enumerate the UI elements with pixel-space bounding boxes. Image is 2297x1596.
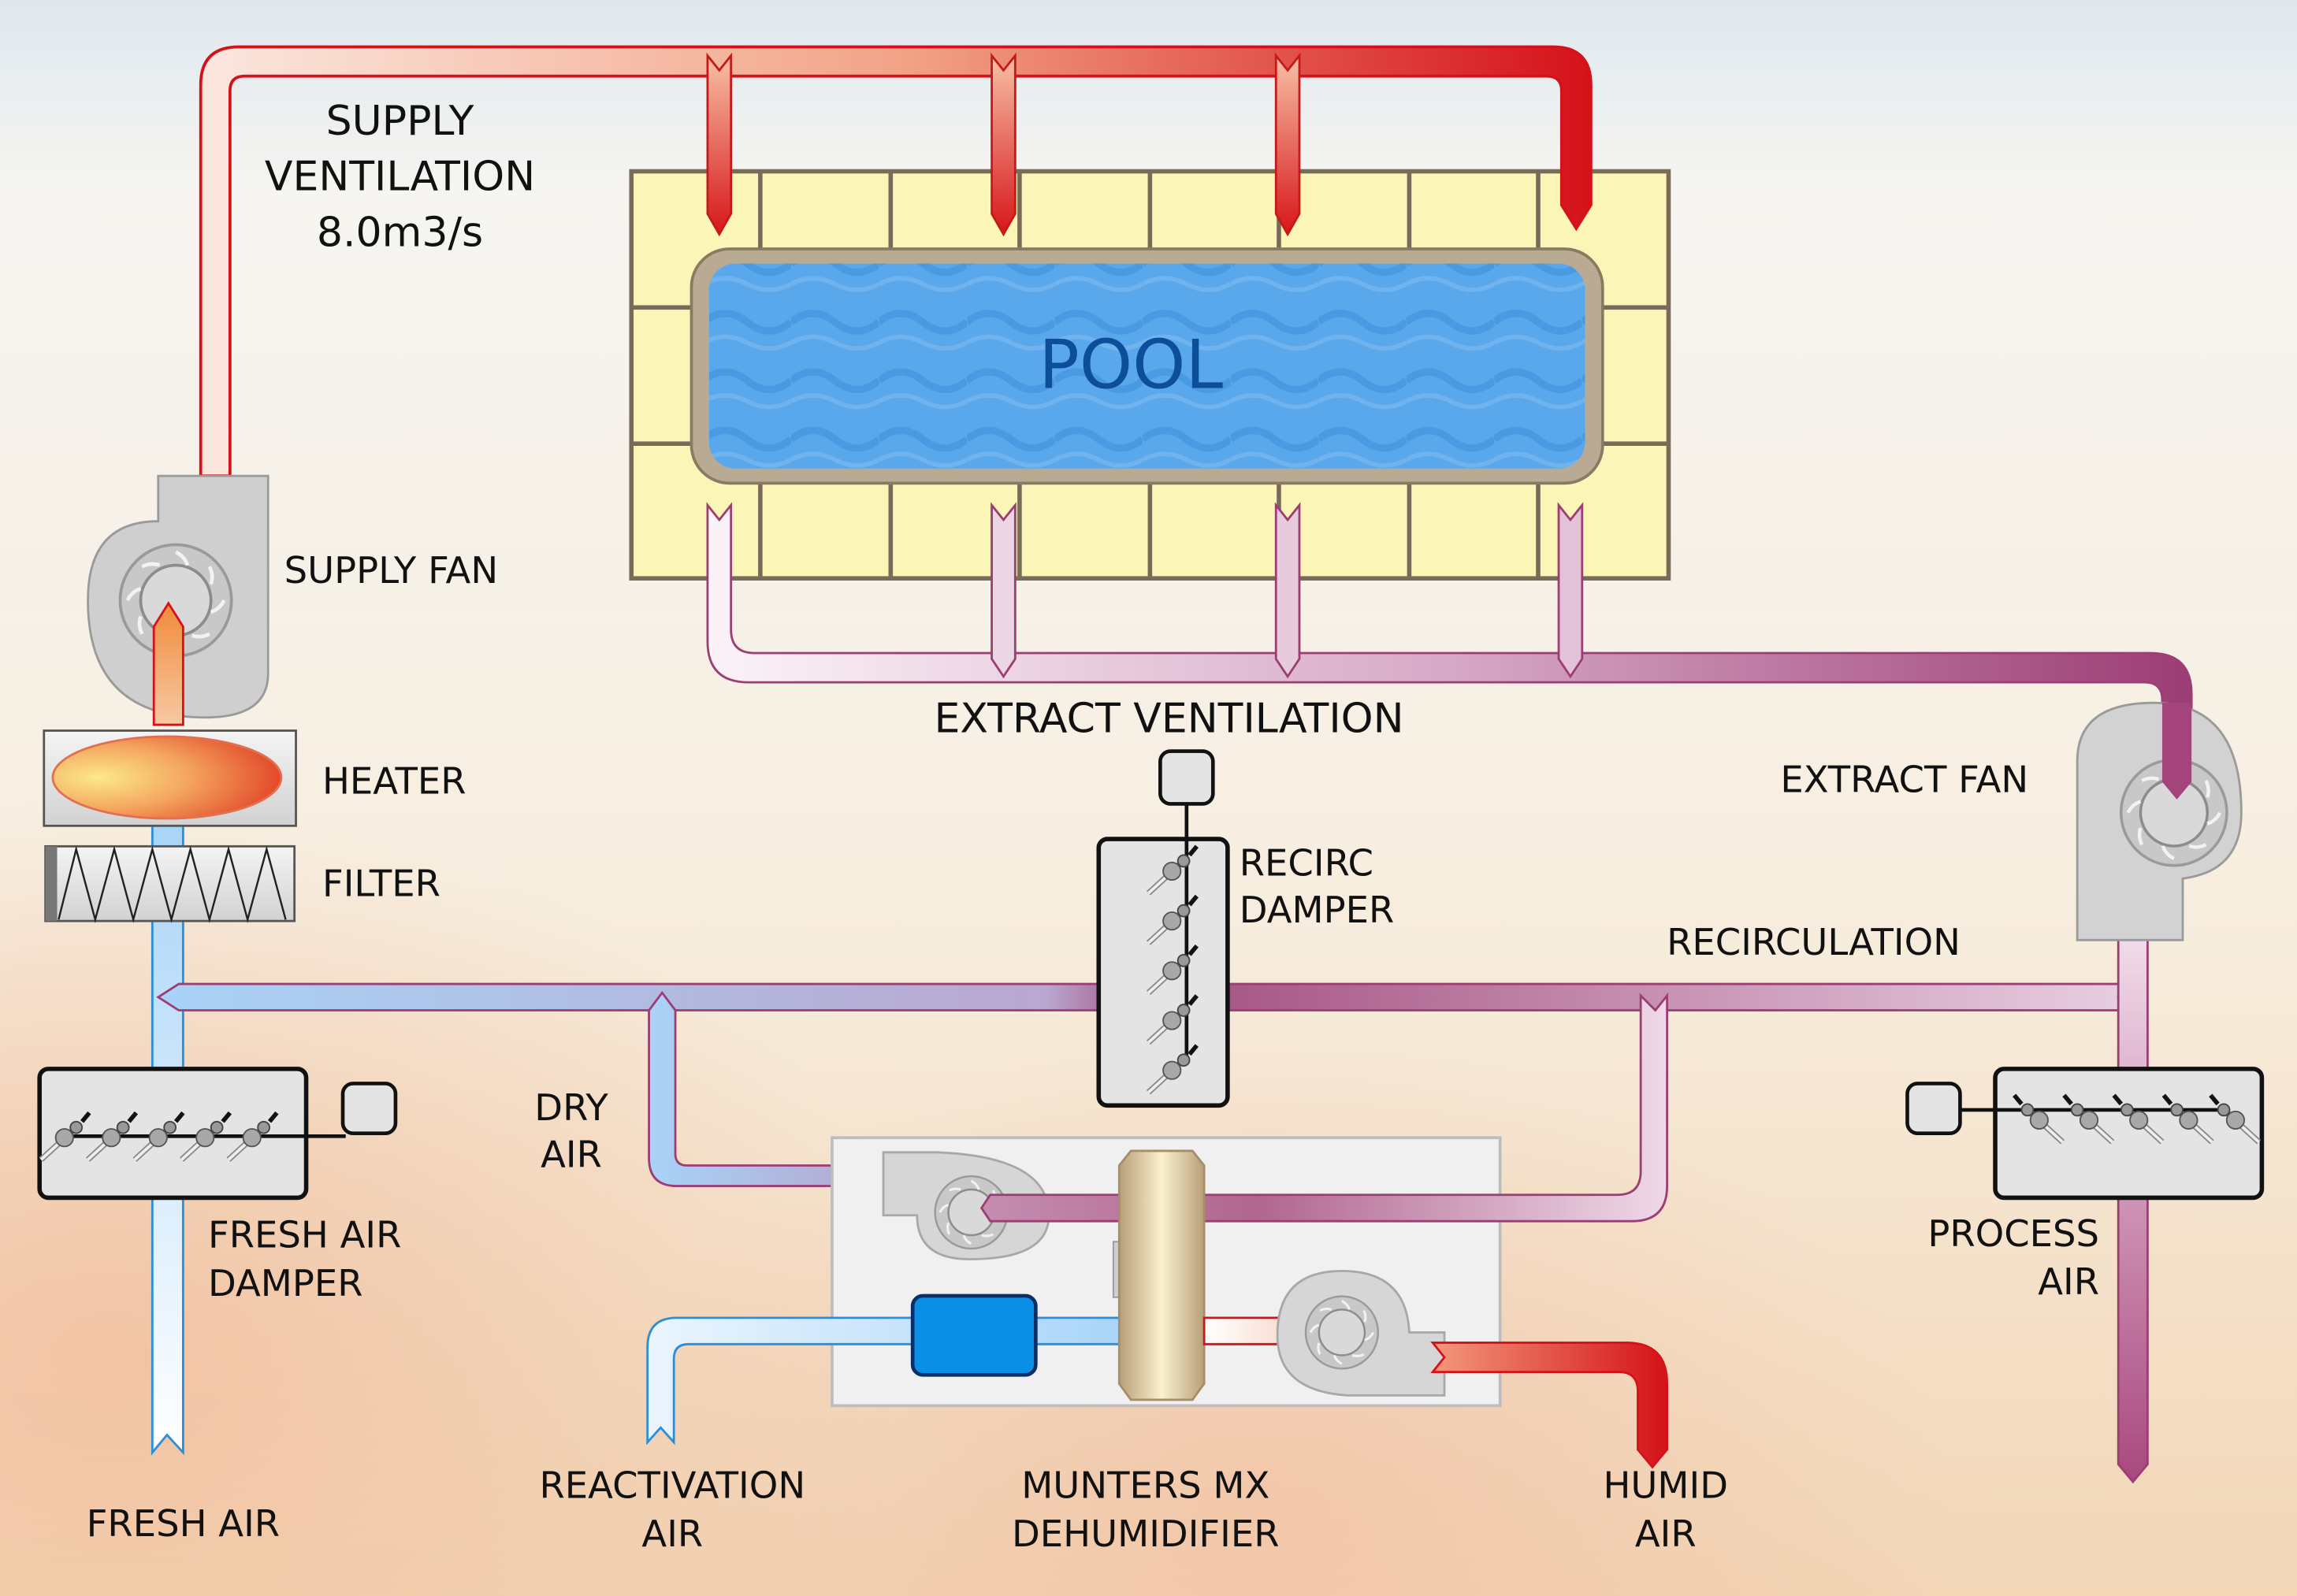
supply-rate-label: 8.0m3/s	[317, 209, 483, 256]
fresh-air-damper-label-2: DAMPER	[208, 1262, 363, 1305]
fresh-air-damper-actuator	[340, 1082, 398, 1135]
dehumidifier-unit	[646, 992, 1669, 1446]
recirculation-label: RECIRCULATION	[1667, 921, 1961, 963]
humid-air-label-1: HUMID	[1603, 1464, 1728, 1506]
dehumidifier-label-2: DEHUMIDIFIER	[1012, 1512, 1279, 1555]
recirc-damper-label-1: RECIRC	[1240, 842, 1373, 885]
supply-fan-label: SUPPLY FAN	[284, 549, 498, 592]
process-inlet-duct	[979, 992, 1669, 1223]
heater	[43, 729, 297, 827]
fresh-air-label: FRESH AIR	[87, 1502, 280, 1545]
supply-fan	[87, 474, 269, 726]
heated-air-arrow	[152, 601, 184, 726]
extract-grille-2	[991, 502, 1017, 679]
recirc-damper-actuator	[1158, 749, 1215, 806]
fresh-air-damper	[37, 1067, 398, 1201]
reactivation-heater	[910, 1294, 1038, 1377]
process-air-damper-actuator	[1905, 1082, 1962, 1135]
fresh-air-damper-label-1: FRESH AIR	[208, 1214, 401, 1256]
dehumidifier-label-1: MUNTERS MX	[1021, 1464, 1269, 1506]
supply-diffuser-arrows	[706, 52, 1301, 237]
pool-label: POOL	[1039, 327, 1223, 405]
humid-air-label-2: AIR	[1635, 1512, 1697, 1555]
filter-label: FILTER	[322, 863, 440, 905]
supply-ventilation-label-1: SUPPLY	[326, 98, 474, 145]
process-air-label-1: PROCESS	[1927, 1212, 2099, 1255]
reactivation-air-label-2: AIR	[641, 1512, 703, 1555]
supply-arrow-3	[1274, 52, 1301, 237]
pool: POOL	[689, 247, 1604, 485]
process-air-damper	[1905, 1067, 2265, 1201]
extract-ventilation-label: EXTRACT VENTILATION	[934, 695, 1403, 742]
process-air-duct	[2117, 936, 2149, 1484]
labels: SUPPLY VENTILATION 8.0m3/s SUPPLY FAN HE…	[87, 98, 2099, 1555]
filter	[44, 844, 296, 923]
heater-label: HEATER	[322, 759, 466, 802]
recirc-damper	[1096, 749, 1230, 1108]
extract-grille-3	[1274, 502, 1301, 679]
supply-duct	[199, 45, 1593, 477]
humid-air-duct	[1430, 1342, 1669, 1469]
supply-ventilation-label-2: VENTILATION	[265, 154, 535, 201]
dry-air-label-2: AIR	[541, 1133, 602, 1175]
recirc-damper-label-2: DAMPER	[1240, 889, 1395, 931]
supply-arrow-1	[706, 52, 733, 237]
extract-fan	[2076, 701, 2243, 941]
supply-arrow-2	[991, 52, 1017, 237]
reactivation-fan	[1276, 1269, 1446, 1397]
extract-grille-4	[1557, 502, 1584, 679]
dry-air-label-1: DRY	[534, 1086, 608, 1129]
desiccant-rotor	[1112, 1149, 1206, 1401]
reactivation-air-label-1: REACTIVATION	[539, 1464, 805, 1506]
process-fan	[882, 1151, 1050, 1260]
process-air-label-2: AIR	[2038, 1260, 2099, 1303]
extract-fan-label: EXTRACT FAN	[1780, 759, 2028, 801]
